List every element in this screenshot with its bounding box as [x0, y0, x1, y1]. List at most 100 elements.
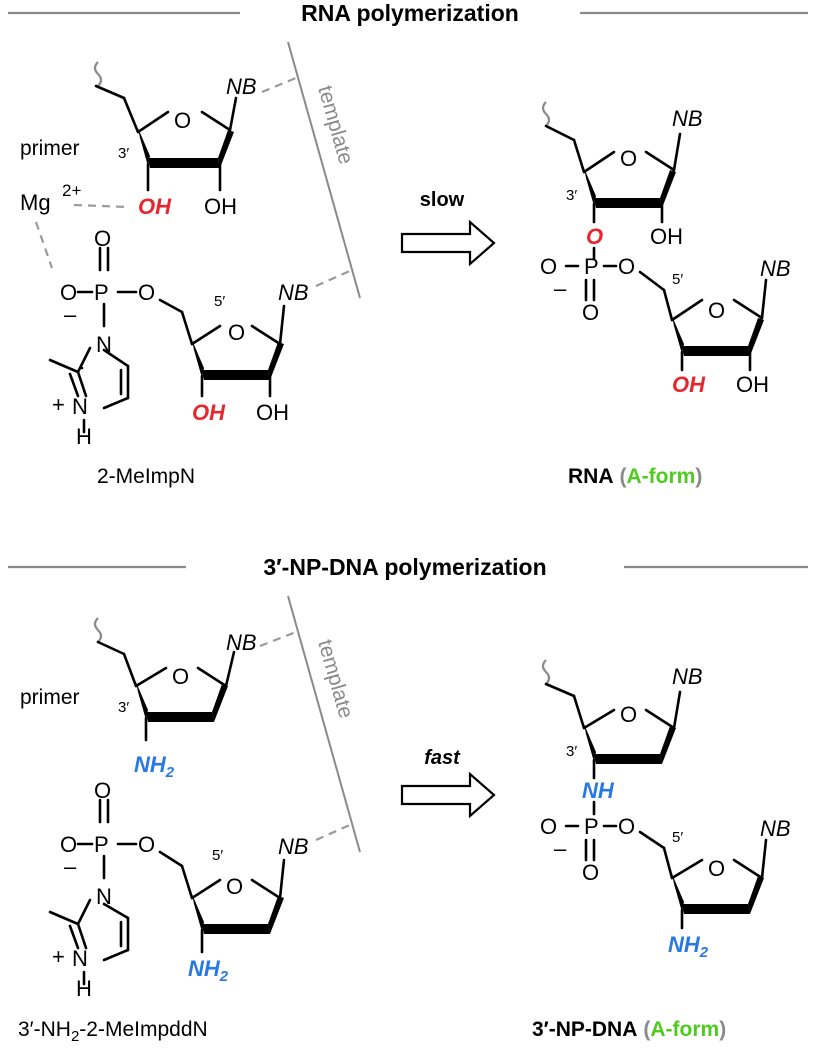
- top-panel: RNA polymerization template O NB primer …: [8, 0, 808, 488]
- top-template-line: [287, 41, 361, 299]
- mg-coord-1: [73, 203, 129, 209]
- minus-sign: –: [554, 276, 567, 301]
- top-monomer-oh: OH: [192, 400, 226, 425]
- imidazole-h: H: [76, 424, 92, 449]
- ester-oxygen: O: [138, 832, 155, 857]
- nh2-sub: 2: [699, 944, 709, 961]
- ring-oxygen: O: [708, 856, 725, 881]
- o-minus: O: [60, 832, 77, 857]
- top-primer-label: primer: [20, 137, 80, 160]
- imidazole-n: N: [96, 332, 112, 357]
- top-primer-sugar: [93, 61, 297, 192]
- nucleobase-label: NB: [226, 74, 257, 99]
- phosphorus: P: [94, 832, 109, 857]
- prime-3: 3′: [118, 699, 129, 716]
- imidazole-n: N: [96, 884, 112, 909]
- nucleobase-label: NB: [278, 834, 309, 859]
- top-product: [541, 101, 768, 372]
- caption-paren: (: [620, 465, 627, 488]
- ring-oxygen: O: [174, 108, 191, 133]
- bottom-monomer: [48, 798, 353, 986]
- plus-sign: +: [52, 392, 65, 417]
- prime-5: 5′: [212, 847, 223, 864]
- prime-5: 5′: [214, 293, 225, 310]
- top-reactant-caption: 2-MeImpN: [97, 465, 195, 488]
- imidazole-nh: N: [72, 394, 88, 419]
- bottom-reactant-caption: 3′-NH2-2-MeImpddN: [18, 1018, 208, 1045]
- hydroxyl: OH: [204, 194, 237, 219]
- ring-oxygen: O: [172, 664, 189, 689]
- ring-oxygen: O: [228, 320, 245, 345]
- bottom-primer-label: primer: [20, 686, 80, 709]
- prime-5: 5′: [672, 829, 683, 846]
- caption-paren: (: [643, 1018, 650, 1041]
- bottom-panel: 3′-NP-DNA polymerization template O NB p…: [8, 554, 808, 1045]
- bottom-nucleophile: NH2: [134, 752, 175, 781]
- top-product-linker: O: [586, 224, 603, 249]
- minus-sign: –: [64, 854, 77, 879]
- top-monomer: [48, 246, 353, 434]
- hydroxyl: OH: [736, 372, 769, 397]
- top-arrow-label: slow: [420, 189, 465, 211]
- bottom-hbond-2: [315, 822, 353, 842]
- caption-sub: 2: [71, 1028, 79, 1045]
- bottom-product-linker: NH: [582, 778, 615, 803]
- p-oxo: O: [94, 778, 111, 803]
- bottom-product: [541, 659, 768, 930]
- p-oxo: O: [582, 300, 599, 325]
- bottom-reaction-arrow: [400, 771, 496, 819]
- bottom-template-line: [287, 595, 361, 853]
- nh2-sub: 2: [165, 764, 175, 781]
- nucleobase-label: NB: [226, 630, 257, 655]
- nucleobase-label: NB: [760, 816, 791, 841]
- prime-5: 5′: [672, 271, 683, 288]
- caption-main: 3′-NP-DNA: [532, 1018, 637, 1041]
- o-minus: O: [60, 280, 77, 305]
- wavy-bond: [93, 61, 103, 87]
- bottom-arrow-label: fast: [424, 747, 461, 769]
- nucleobase-label: NB: [672, 106, 703, 131]
- nh2-text: NH: [668, 932, 701, 957]
- top-product-caption: RNA (A-form): [568, 465, 702, 488]
- caption-form: A-form: [650, 1018, 719, 1041]
- prime-3: 3′: [566, 187, 577, 204]
- o-minus: O: [540, 814, 557, 839]
- nucleobase-label: NB: [760, 256, 791, 281]
- p-oxo: O: [94, 226, 111, 251]
- phosphorus: P: [584, 814, 599, 839]
- ester-oxygen: O: [138, 280, 155, 305]
- ester-oxygen: O: [618, 814, 635, 839]
- bottom-hbond-1: [259, 630, 297, 648]
- minus-sign: –: [554, 836, 567, 861]
- ring-oxygen: O: [226, 874, 243, 899]
- mg-coord-2: [34, 221, 54, 269]
- imidazole-h: H: [76, 976, 92, 1001]
- imidazole-nh: N: [72, 946, 88, 971]
- caption-form: A-form: [627, 465, 696, 488]
- phosphorus: P: [94, 280, 109, 305]
- nh2-text: NH: [188, 956, 221, 981]
- caption-paren: ): [719, 1018, 726, 1041]
- nh2-text: NH: [134, 752, 167, 777]
- wavy-bond: [93, 617, 103, 643]
- nh2-sub: 2: [219, 968, 229, 985]
- nucleobase-label: NB: [278, 280, 309, 305]
- ring-oxygen: O: [620, 702, 637, 727]
- hydroxyl: OH: [650, 224, 683, 249]
- caption-a: 3′-NH: [18, 1018, 71, 1041]
- bottom-heading: 3′-NP-DNA polymerization: [263, 554, 546, 580]
- top-nucleophile-oh: OH: [138, 194, 172, 219]
- mg-charge: 2+: [62, 181, 81, 200]
- top-heading: RNA polymerization: [301, 0, 519, 26]
- prime-3: 3′: [118, 145, 129, 162]
- phosphorus: P: [584, 254, 599, 279]
- hydroxyl: OH: [256, 400, 289, 425]
- caption-main: RNA: [568, 465, 614, 488]
- nucleobase-label: NB: [672, 664, 703, 689]
- p-oxo: O: [582, 860, 599, 885]
- caption-paren: ): [695, 465, 702, 488]
- wavy-bond: [541, 659, 551, 685]
- prime-3: 3′: [566, 743, 577, 760]
- mg-ion: Mg: [20, 190, 51, 215]
